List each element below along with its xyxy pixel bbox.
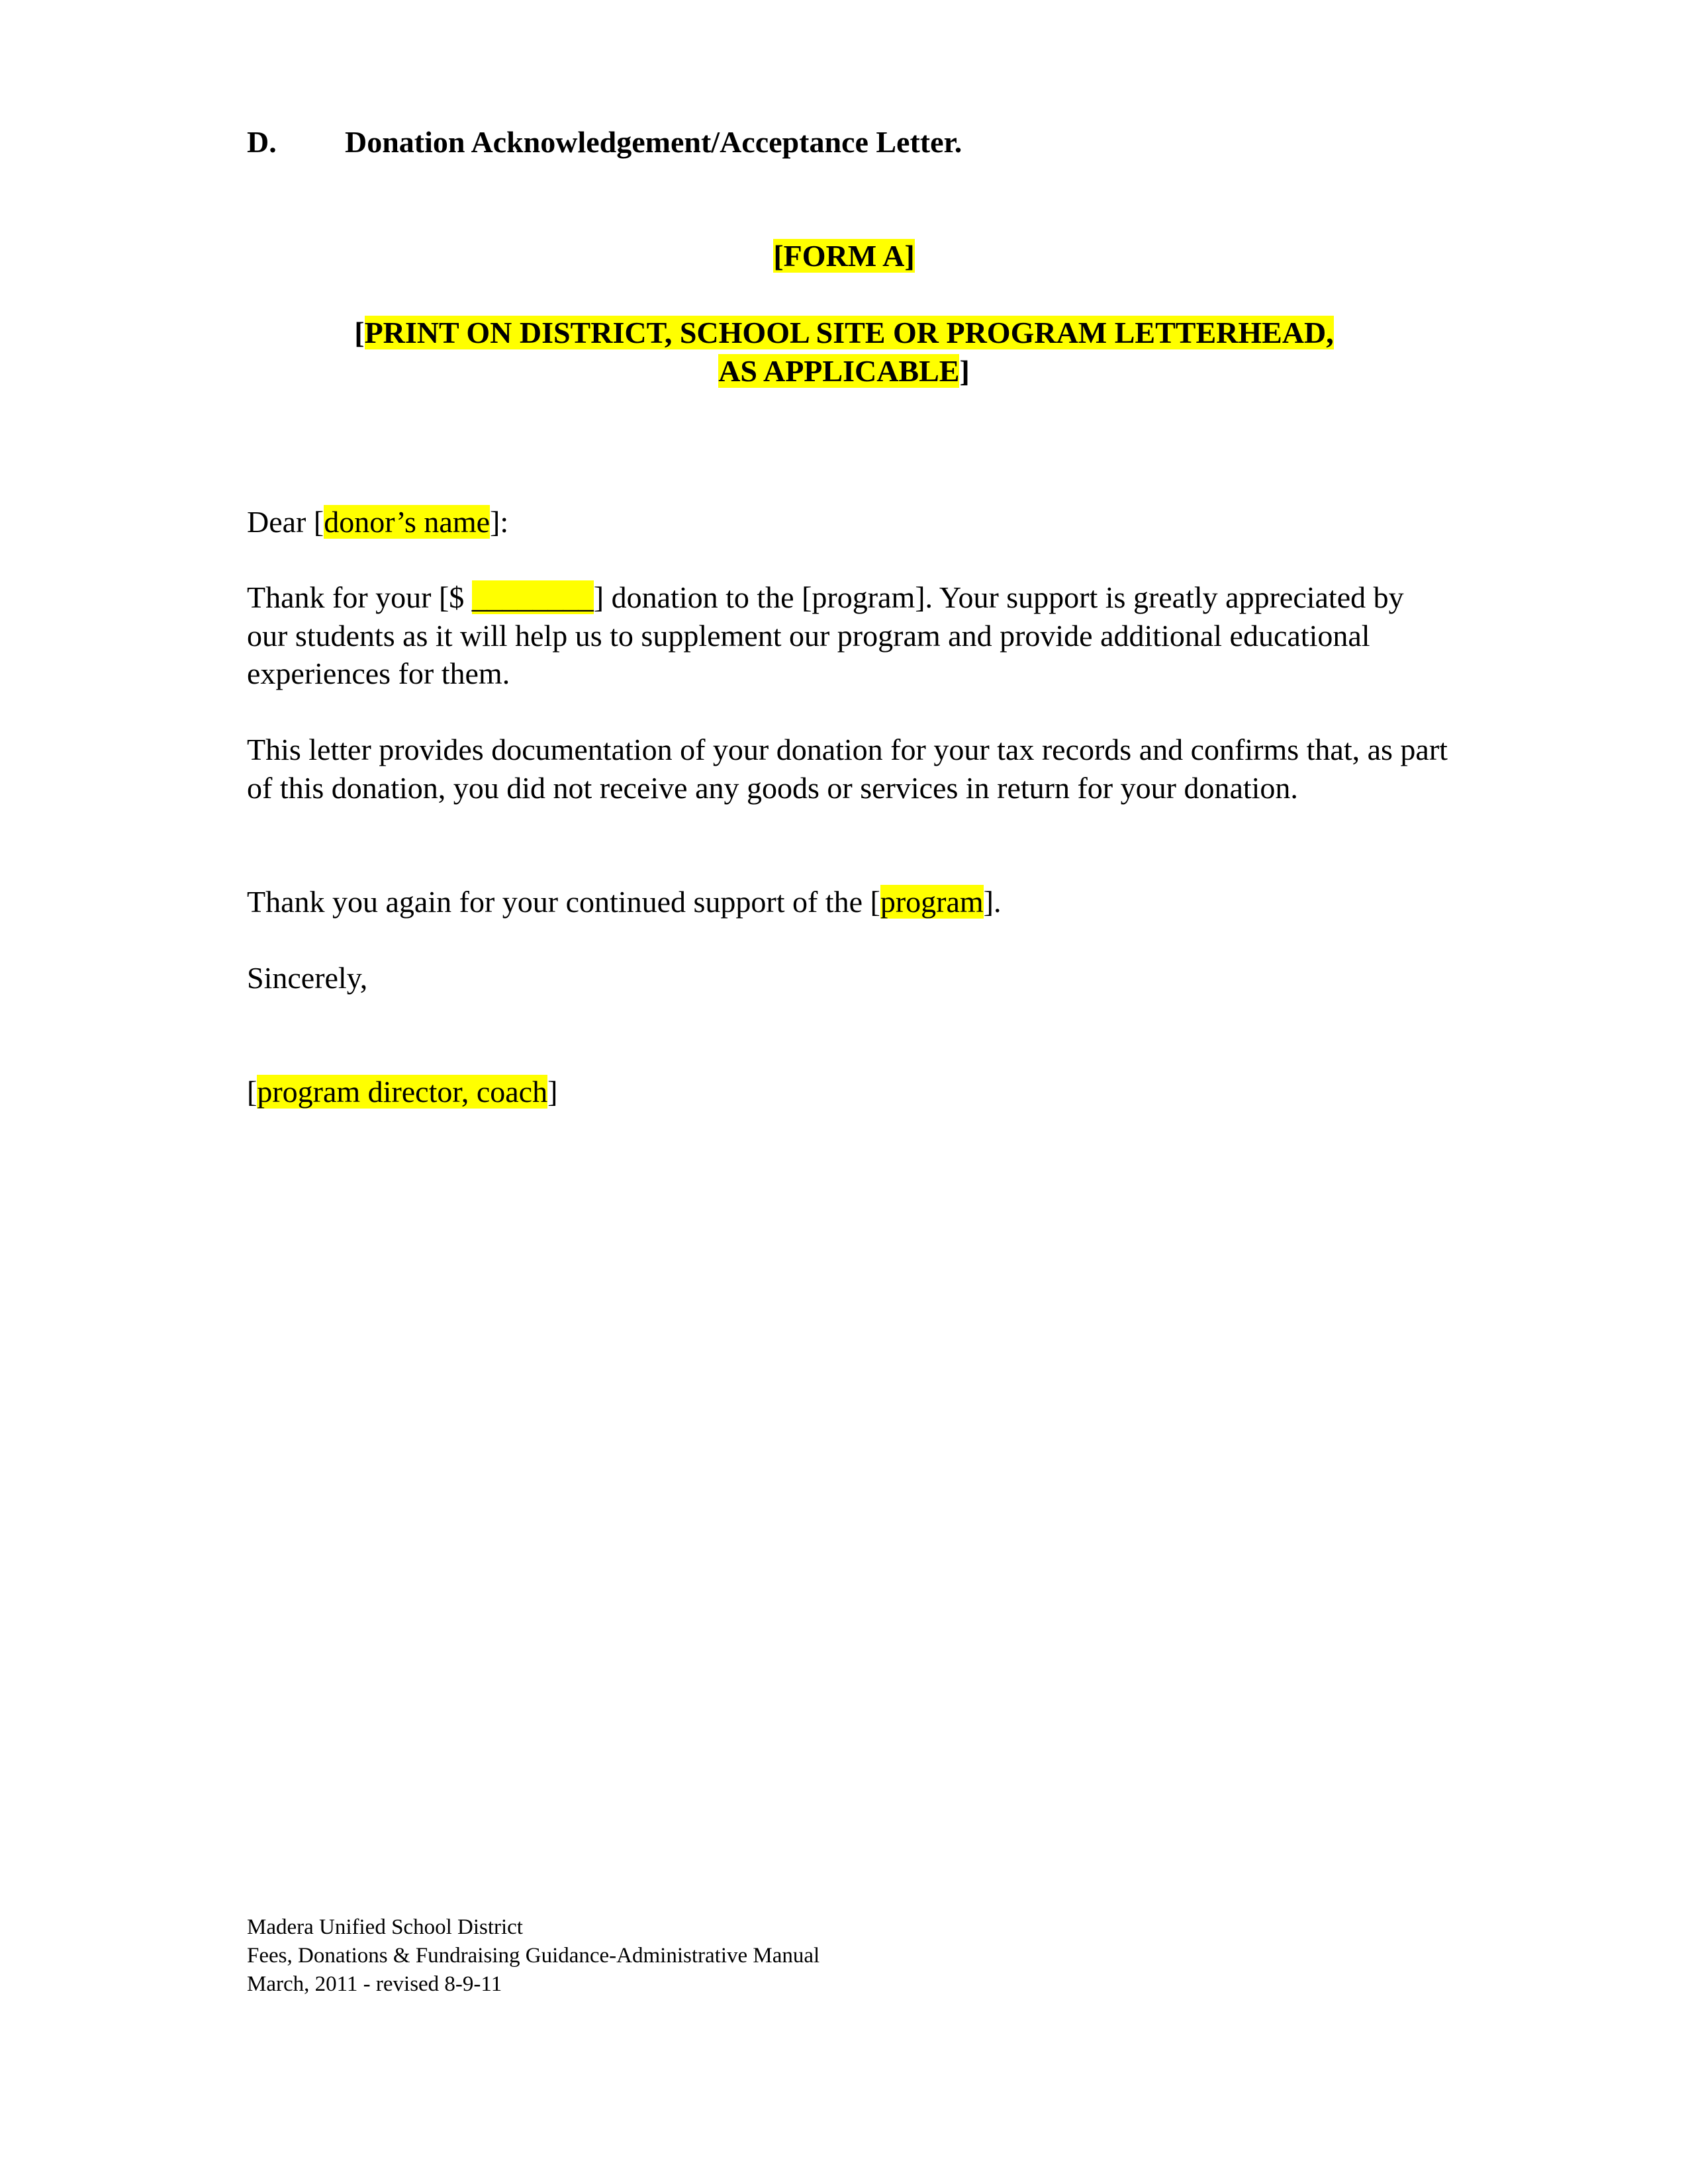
para3-after: ]. xyxy=(983,885,1002,919)
salutation: Dear [donor’s name]: xyxy=(247,503,1452,541)
para3-before: Thank you again for your continued suppo… xyxy=(247,885,880,919)
page-footer: Madera Unified School District Fees, Don… xyxy=(247,1913,820,1999)
salutation-suffix: ]: xyxy=(490,505,509,539)
letterhead-instruction: [PRINT ON DISTRICT, SCHOOL SITE OR PROGR… xyxy=(0,314,1688,390)
letterhead-open-bracket: [ xyxy=(354,316,365,349)
letterhead-line-1: [PRINT ON DISTRICT, SCHOOL SITE OR PROGR… xyxy=(0,314,1688,352)
section-heading: D. Donation Acknowledgement/Acceptance Le… xyxy=(247,124,962,159)
form-label-text: [FORM A] xyxy=(773,239,915,273)
section-title: Donation Acknowledgement/Acceptance Lett… xyxy=(345,125,962,159)
letterhead-close-bracket: ] xyxy=(959,354,970,388)
para1-before: Thank for your [$ xyxy=(247,580,472,614)
salutation-prefix: Dear [ xyxy=(247,505,324,539)
closing: Sincerely, xyxy=(247,961,368,995)
signer-open-bracket: [ xyxy=(247,1075,258,1109)
signer-close-bracket: ] xyxy=(547,1075,558,1109)
letterhead-line-2-text: AS APPLICABLE xyxy=(718,354,960,388)
letterhead-line-1-text: PRINT ON DISTRICT, SCHOOL SITE OR PROGRA… xyxy=(364,316,1334,349)
amount-blank: ________ xyxy=(471,580,594,614)
program-placeholder: program xyxy=(880,885,984,919)
signer: [program director, coach] xyxy=(247,1073,1452,1111)
letterhead-line-2: AS APPLICABLE] xyxy=(0,352,1688,390)
footer-line-2: Fees, Donations & Fundraising Guidance-A… xyxy=(247,1944,820,1968)
paragraph-continued-support: Thank you again for your continued suppo… xyxy=(247,883,1452,921)
donor-name-placeholder: donor’s name xyxy=(324,505,491,539)
signer-placeholder: program director, coach xyxy=(257,1075,548,1109)
footer-line-1: Madera Unified School District xyxy=(247,1915,523,1939)
form-label: [FORM A] xyxy=(0,237,1688,275)
paragraph-tax-documentation: This letter provides documentation of yo… xyxy=(247,733,1448,805)
para1-after: ] donation to the [program]. Your suppor… xyxy=(247,580,1404,690)
paragraph-thank-you: Thank for your [$ ________] donation to … xyxy=(247,578,1452,693)
footer-line-3: March, 2011 - revised 8-9-11 xyxy=(247,1972,502,1996)
section-letter: D. xyxy=(247,125,277,159)
